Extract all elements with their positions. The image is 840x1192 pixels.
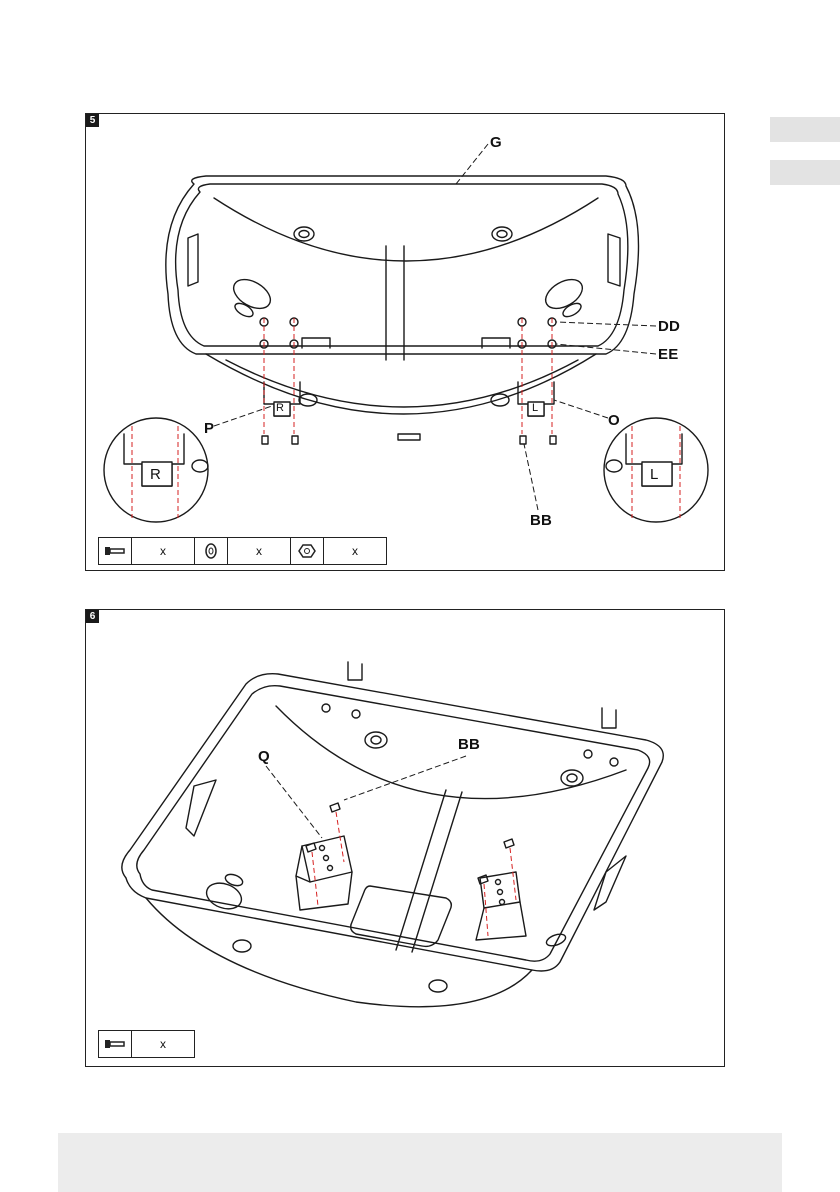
callout-q: Q — [258, 748, 270, 765]
nut-icon — [291, 538, 324, 564]
nut-quantity: x — [324, 538, 386, 564]
bracket-label-l: L — [532, 402, 538, 414]
step-6-illustration — [86, 610, 726, 1068]
washer-icon — [195, 538, 228, 564]
callout-bb: BB — [530, 512, 552, 529]
callout-bb: BB — [458, 736, 480, 753]
washer-quantity: x — [228, 538, 291, 564]
bolt-icon — [99, 538, 132, 564]
parts-table-step-5: x x x — [98, 537, 387, 565]
bolt-quantity: x — [132, 538, 195, 564]
language-tab-1[interactable] — [770, 117, 840, 142]
parts-table-step-6: x — [98, 1030, 195, 1058]
callout-o: O — [608, 412, 620, 429]
step-6-panel: 6 — [85, 609, 725, 1067]
bracket-label-r: R — [276, 402, 284, 414]
callout-ee: EE — [658, 346, 678, 363]
bolt-quantity: x — [132, 1031, 194, 1057]
step-5-panel: 5 — [85, 113, 725, 571]
callout-g: G — [490, 134, 502, 151]
step-5-illustration — [86, 114, 726, 572]
magnified-label-l: L — [650, 466, 659, 483]
callout-p: P — [204, 420, 214, 437]
callout-dd: DD — [658, 318, 680, 335]
magnified-label-r: R — [150, 466, 161, 483]
language-tab-2[interactable] — [770, 160, 840, 185]
bolt-icon — [99, 1031, 132, 1057]
footer-bar — [58, 1133, 782, 1192]
